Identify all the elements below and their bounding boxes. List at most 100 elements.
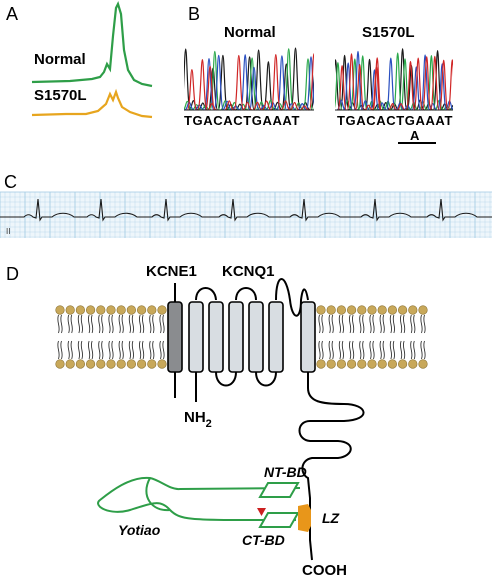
lipid-tail bbox=[318, 340, 324, 360]
lipid-tail bbox=[87, 314, 94, 334]
chromatogram-trace bbox=[184, 48, 314, 111]
lipid-tail bbox=[57, 340, 63, 360]
lipid-head bbox=[326, 305, 336, 315]
ct-bd-domain bbox=[258, 512, 300, 528]
yotiao-label: Yotiao bbox=[118, 522, 161, 538]
lipid-tail bbox=[369, 340, 375, 360]
kcnq1-helix-s1 bbox=[188, 301, 204, 373]
lead-label: II bbox=[6, 227, 10, 236]
lipid-head bbox=[147, 359, 157, 369]
membrane-left bbox=[55, 305, 167, 369]
panel-b-label: B bbox=[188, 4, 200, 24]
mutation-arrow-icon bbox=[257, 508, 266, 516]
normal-title-b: Normal bbox=[224, 24, 276, 41]
normal-melt-curve bbox=[31, 1, 153, 88]
lipid-tail bbox=[328, 340, 334, 360]
lipid-head bbox=[65, 305, 75, 315]
lipid-tail bbox=[389, 340, 396, 360]
lipid-head bbox=[55, 359, 65, 369]
panel-c-label: C bbox=[4, 172, 17, 192]
lipid-tail bbox=[399, 340, 406, 360]
lipid-tail bbox=[138, 314, 145, 334]
s1570l-label-a: S1570L bbox=[34, 87, 87, 104]
lipid-head bbox=[96, 305, 106, 315]
lipid-head bbox=[85, 305, 96, 315]
lipid-head bbox=[316, 305, 326, 315]
lipid-tail bbox=[410, 340, 416, 360]
lipid-tail bbox=[149, 314, 155, 334]
lipid-head bbox=[418, 305, 428, 315]
lipid-tail bbox=[389, 314, 396, 334]
chromatogram-trace bbox=[337, 53, 453, 111]
lipid-head bbox=[387, 305, 398, 315]
yotiao-protein bbox=[97, 476, 301, 521]
lipid-tail bbox=[87, 340, 94, 360]
lipid-head bbox=[157, 359, 167, 369]
lipid-tail bbox=[359, 314, 365, 334]
nt-bd-domain bbox=[258, 482, 300, 498]
lipid-head bbox=[126, 359, 136, 369]
lipid-tail bbox=[338, 340, 345, 360]
lipid-tail bbox=[369, 314, 375, 334]
lipid-head bbox=[75, 359, 85, 369]
kcne1-helix bbox=[167, 301, 183, 373]
panel-a-label: A bbox=[6, 4, 18, 24]
panel-b: B Normal S1570L TGACACTGAAAT TGACACTGAAA… bbox=[184, 4, 453, 144]
panel-d-label: D bbox=[6, 264, 19, 284]
lipid-tail bbox=[348, 340, 355, 360]
lipid-head bbox=[408, 359, 418, 369]
lipid-head bbox=[137, 359, 147, 369]
lipid-tail bbox=[118, 340, 124, 360]
lipid-tail bbox=[359, 340, 365, 360]
lz-label: LZ bbox=[322, 510, 340, 526]
lipid-head bbox=[157, 305, 167, 315]
lipid-head bbox=[336, 359, 347, 369]
lipid-tail bbox=[128, 340, 135, 360]
lipid-head bbox=[75, 305, 85, 315]
mutant-melt-curve bbox=[31, 88, 153, 119]
ecg-paper bbox=[0, 192, 492, 238]
lipid-tail bbox=[77, 314, 84, 334]
lipid-tail bbox=[118, 314, 124, 334]
lipid-head bbox=[347, 359, 357, 369]
lipid-tail bbox=[108, 340, 114, 360]
kcnq1-loops bbox=[195, 278, 309, 317]
lipid-tail bbox=[98, 340, 104, 360]
lipid-tail bbox=[420, 314, 426, 334]
lipid-head bbox=[367, 359, 377, 369]
lipid-head bbox=[96, 359, 106, 369]
ecg-trace bbox=[0, 198, 492, 222]
lipid-tail bbox=[128, 314, 135, 334]
kcne1-label: KCNE1 bbox=[146, 263, 197, 280]
lipid-head bbox=[398, 305, 408, 315]
lipid-tail bbox=[149, 340, 155, 360]
lipid-tail bbox=[108, 314, 114, 334]
kcnq1-helix-s2 bbox=[208, 301, 224, 373]
lipid-head bbox=[106, 359, 116, 369]
nt-bd-label: NT-BD bbox=[264, 464, 307, 480]
lipid-tail bbox=[98, 314, 104, 334]
lipid-tail bbox=[420, 340, 426, 360]
kcnq1-label: KCNQ1 bbox=[222, 263, 275, 280]
lipid-tail bbox=[318, 314, 324, 334]
kcnq1-c-terminus bbox=[298, 372, 365, 561]
lz-domain bbox=[298, 504, 311, 532]
lipid-head bbox=[408, 305, 418, 315]
lipid-head bbox=[398, 359, 408, 369]
lipid-tail bbox=[379, 340, 385, 360]
lipid-head bbox=[336, 305, 347, 315]
kcnq1-helix-s6 bbox=[300, 301, 316, 373]
cooh-label: COOH bbox=[302, 562, 347, 578]
lipid-tail bbox=[348, 314, 355, 334]
ct-bd-label: CT-BD bbox=[242, 532, 285, 548]
lipid-head bbox=[147, 305, 157, 315]
lipid-head bbox=[367, 305, 377, 315]
s1570l-sequence: TGACACTGAAAT bbox=[337, 113, 453, 128]
panel-c: C II bbox=[0, 172, 492, 238]
lipid-head bbox=[377, 359, 387, 369]
lipid-tail bbox=[338, 314, 345, 334]
lipid-tail bbox=[410, 314, 416, 334]
chromatogram-trace bbox=[186, 53, 314, 111]
lipid-tail bbox=[328, 314, 334, 334]
